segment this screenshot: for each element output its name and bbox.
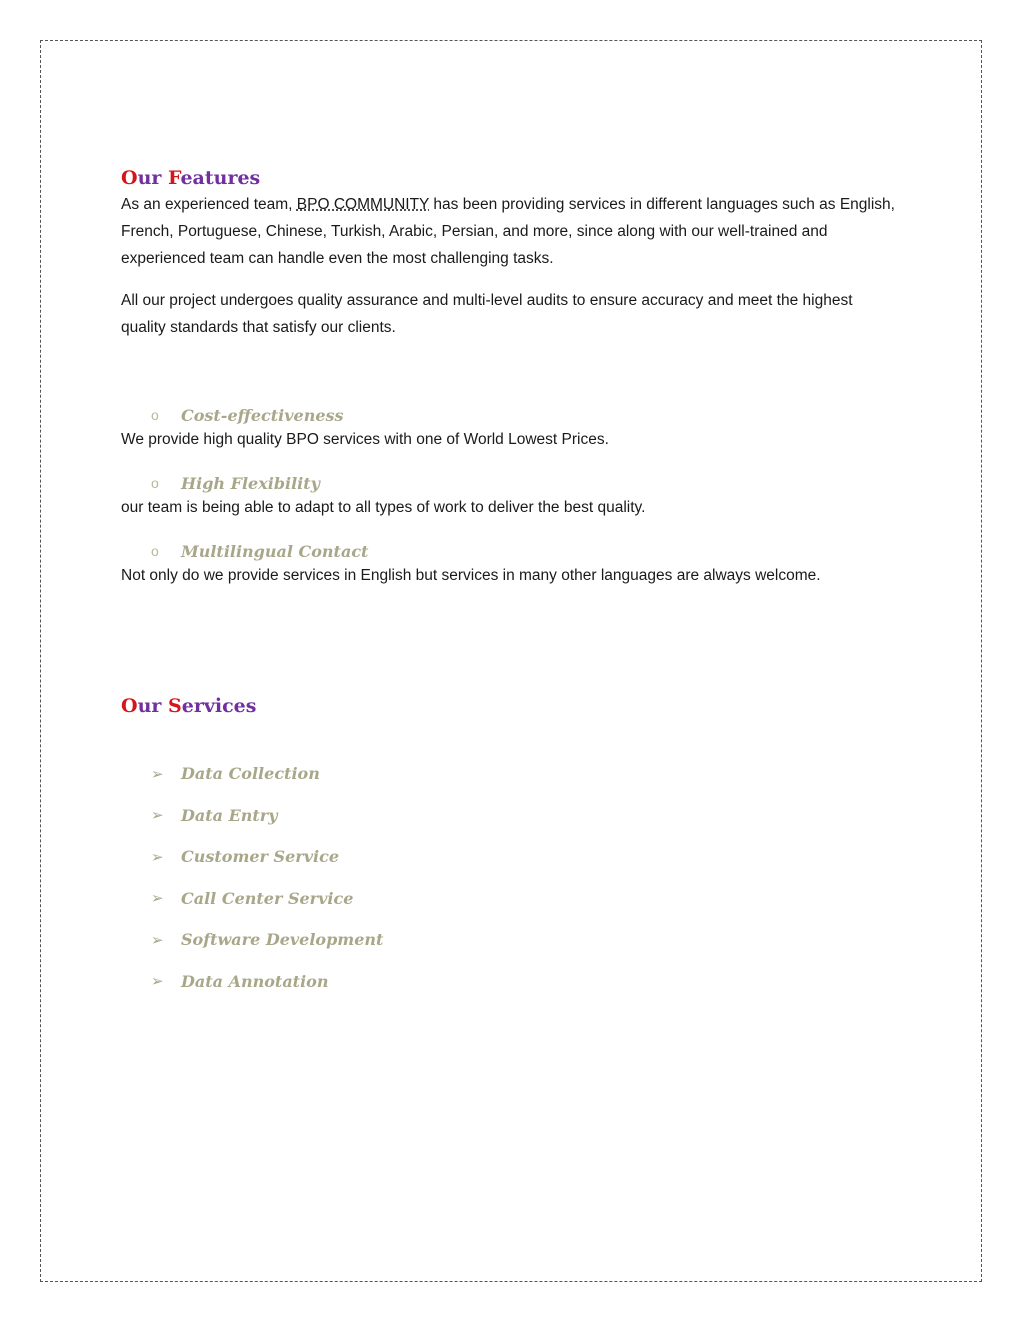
service-label: Customer Service: [181, 847, 340, 867]
arrow-bullet-icon: ➢: [151, 765, 164, 783]
circle-bullet-icon: o: [151, 407, 159, 423]
service-item: ➢ Software Development: [151, 919, 901, 961]
heading-initial: S: [168, 695, 182, 717]
service-item: ➢ Call Center Service: [151, 878, 901, 920]
heading-initial: O: [121, 695, 138, 717]
services-list: ➢ Data Collection ➢ Data Entry ➢ Custome…: [121, 753, 901, 1002]
heading-text: ur: [137, 695, 169, 717]
feature-description: Not only do we provide services in Engli…: [121, 567, 821, 584]
intro-text: has been providing services in different…: [121, 196, 895, 267]
arrow-bullet-icon: ➢: [151, 807, 164, 825]
feature-description: We provide high quality BPO services wit…: [121, 431, 609, 448]
feature-title-row: o Cost-effectiveness: [151, 401, 901, 429]
service-label: Call Center Service: [181, 888, 354, 908]
service-label: Software Development: [181, 930, 384, 950]
heading-text: eatures: [180, 167, 261, 189]
arrow-bullet-icon: ➢: [151, 890, 164, 908]
arrow-bullet-icon: ➢: [151, 973, 164, 991]
intro-text: As an experienced team,: [121, 196, 297, 213]
features-intro: As an experienced team, BPO COMMUNITY ha…: [121, 191, 901, 272]
feature-title: Cost-effectiveness: [181, 405, 344, 425]
heading-initial: F: [168, 167, 181, 189]
feature-item: o Multilingual Contact Not only do we pr…: [121, 537, 901, 587]
arrow-bullet-icon: ➢: [151, 848, 164, 866]
service-item: ➢ Data Entry: [151, 795, 901, 837]
service-label: Data Collection: [181, 764, 320, 784]
feature-description: our team is being able to adapt to all t…: [121, 499, 646, 516]
heading-text: ur: [137, 167, 169, 189]
feature-title-row: o Multilingual Contact: [151, 537, 901, 565]
features-quality-paragraph: All our project undergoes quality assura…: [121, 292, 853, 336]
services-heading: Our Services: [121, 693, 901, 719]
arrow-bullet-icon: ➢: [151, 931, 164, 949]
service-label: Data Annotation: [181, 971, 329, 991]
service-label: Data Entry: [181, 805, 278, 825]
feature-title: High Flexibility: [181, 473, 320, 493]
features-heading: Our Features: [121, 165, 901, 191]
document-body: Our Features As an experienced team, BPO…: [121, 165, 901, 1002]
service-item: ➢ Data Collection: [151, 753, 901, 795]
feature-title: Multilingual Contact: [181, 541, 369, 561]
heading-initial: O: [121, 167, 138, 189]
service-item: ➢ Data Annotation: [151, 961, 901, 1003]
feature-item: o Cost-effectiveness We provide high qua…: [121, 401, 901, 451]
feature-title-row: o High Flexibility: [151, 469, 901, 497]
brand-name: BPO COMMUNITY: [296, 196, 430, 213]
page-border: [40, 40, 982, 1282]
service-item: ➢ Customer Service: [151, 836, 901, 878]
heading-text: ervices: [181, 695, 257, 717]
circle-bullet-icon: o: [151, 475, 159, 491]
circle-bullet-icon: o: [151, 543, 159, 559]
feature-item: o High Flexibility our team is being abl…: [121, 469, 901, 519]
